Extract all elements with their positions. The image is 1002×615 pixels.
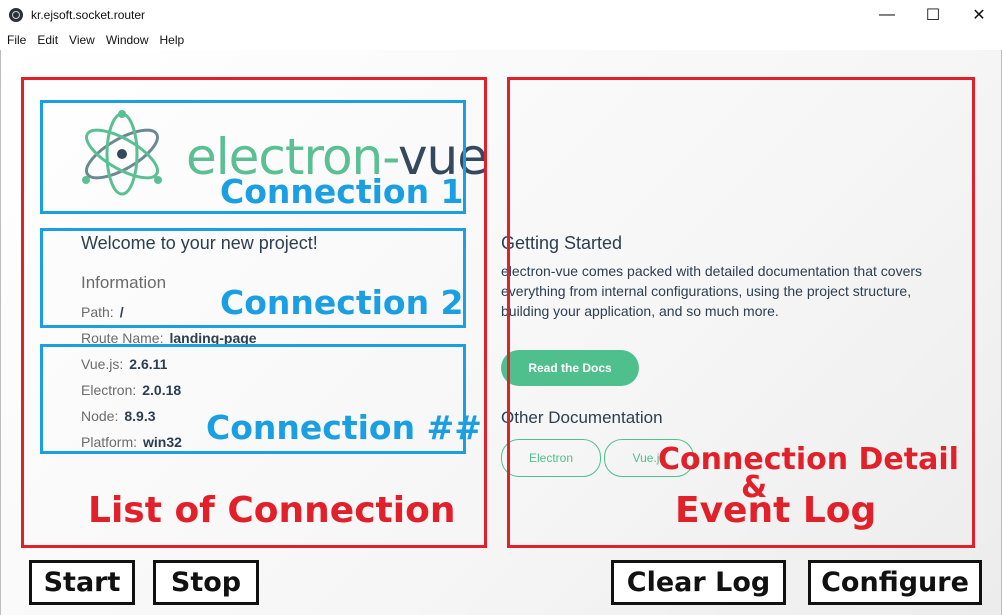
info-row-platform: Platform: win32: [81, 434, 182, 450]
info-value: 2.6.11: [129, 356, 168, 372]
info-value: 8.9.3: [124, 408, 156, 424]
menu-window[interactable]: Window: [105, 33, 149, 47]
info-value: 2.0.18: [142, 382, 182, 398]
getting-started-text: electron-vue comes packed with detailed …: [501, 263, 923, 319]
info-label: Node:: [81, 408, 119, 424]
getting-started-heading: Getting Started: [501, 233, 623, 253]
info-row-route-name: Route Name: landing-page: [81, 330, 257, 346]
title-bar: kr.ejsoft.socket.router — ☐ ✕: [0, 0, 1002, 30]
welcome-heading: Welcome to your new project!: [81, 233, 318, 253]
menu-help[interactable]: Help: [159, 33, 185, 47]
read-the-docs-button[interactable]: Read the Docs: [501, 350, 639, 386]
connection-1-label: Connection 1: [220, 172, 464, 211]
connection-2-frame: [40, 228, 466, 328]
window-controls: — ☐ ✕: [864, 0, 1002, 30]
clear-log-button[interactable]: Clear Log: [611, 560, 786, 605]
info-value: landing-page: [169, 330, 257, 346]
info-label: Path:: [81, 304, 114, 320]
window-title: kr.ejsoft.socket.router: [31, 8, 146, 22]
electron-vue-logo-text: electron-vue: [186, 128, 488, 186]
info-label: Vue.js:: [81, 356, 124, 372]
info-value: /: [119, 304, 124, 320]
connection-n-label: Connection ##: [206, 408, 482, 447]
maximize-button[interactable]: ☐: [925, 7, 941, 24]
info-row-node: Node: 8.9.3: [81, 408, 156, 424]
menu-bar: File Edit View Window Help: [0, 30, 1002, 50]
info-row-electron: Electron: 2.0.18: [81, 382, 181, 398]
connection-2-label: Connection 2: [220, 283, 464, 322]
connection-1-frame: [40, 100, 466, 214]
start-button[interactable]: Start: [29, 560, 135, 605]
vuejs-docs-button[interactable]: Vue.js: [604, 439, 694, 477]
info-value: win32: [143, 434, 182, 450]
information-heading: Information: [81, 273, 167, 292]
connection-detail-label: Connection Detail: [658, 442, 959, 477]
connection-detail-frame: [507, 77, 975, 548]
info-row-vuejs: Vue.js: 2.6.11: [81, 356, 167, 372]
app-content: [0, 50, 1002, 615]
ampersand-label: &: [741, 470, 768, 505]
info-row-path: Path: /: [81, 304, 124, 320]
electron-atom-logo: [82, 110, 162, 196]
info-label: Platform:: [81, 434, 138, 450]
close-button[interactable]: ✕: [972, 7, 986, 24]
menu-view[interactable]: View: [69, 33, 95, 47]
logo-word-electron: electron-: [186, 128, 399, 186]
minimize-button[interactable]: —: [879, 6, 895, 23]
connection-n-frame: [40, 344, 466, 454]
connection-list-frame: [21, 77, 487, 548]
stop-button[interactable]: Stop: [153, 560, 259, 605]
configure-button[interactable]: Configure: [808, 560, 982, 605]
electron-docs-button[interactable]: Electron: [501, 439, 601, 477]
logo-word-vue: vue: [397, 128, 488, 186]
electron-app-icon: [9, 8, 23, 22]
list-of-connection-label: List of Connection: [88, 490, 456, 531]
info-label: Route Name:: [81, 330, 164, 346]
other-documentation-heading: Other Documentation: [501, 408, 663, 427]
event-log-label: Event Log: [675, 490, 877, 531]
menu-edit[interactable]: Edit: [37, 33, 59, 47]
menu-file[interactable]: File: [7, 33, 27, 47]
info-label: Electron:: [81, 382, 137, 398]
